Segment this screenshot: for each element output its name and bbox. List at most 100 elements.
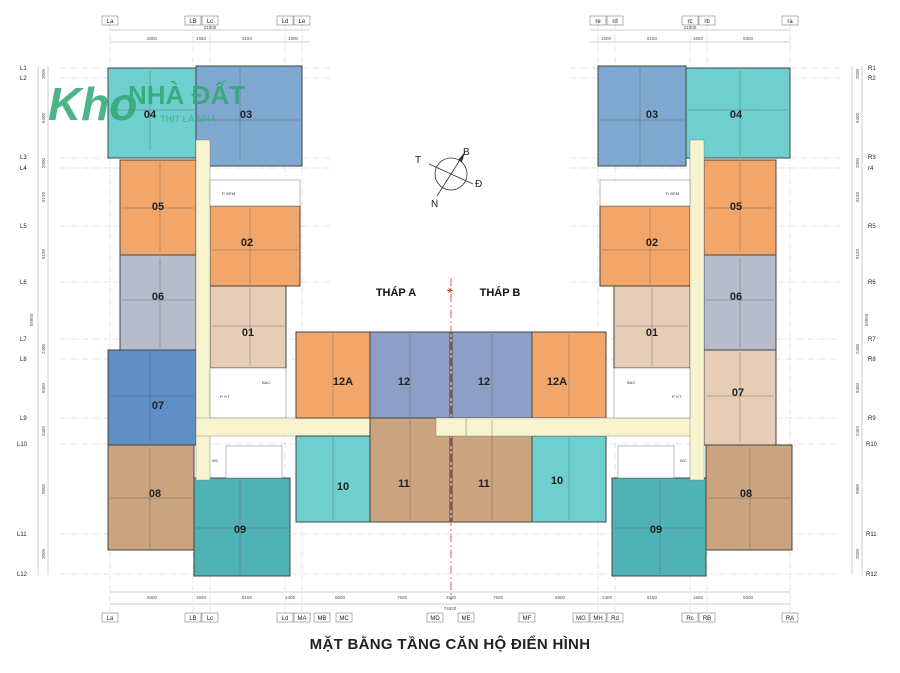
axis-bottom-7: MD [430, 616, 440, 622]
axis-bottom-4: MA [298, 616, 307, 622]
row-left-0: L1 [20, 66, 27, 72]
dim-top-left-0: 9300 [147, 36, 158, 41]
compass-cross [428, 163, 474, 185]
tower-a-wing [107, 65, 437, 577]
stair-core-a-top [209, 179, 301, 207]
watermark-sub: NHÀ ĐẤT [128, 80, 245, 110]
dim-side-right-5: 2400 [855, 343, 860, 354]
unit-09-left-block[interactable] [193, 477, 291, 577]
row-left-11: L12 [17, 572, 28, 578]
unit-07-left-block[interactable] [107, 349, 197, 446]
dim-bottom-8: 6600 [555, 595, 566, 600]
row-right-3: r4 [868, 166, 874, 172]
axis-bottom-8: ME [462, 616, 471, 622]
label-unit-12a-right: 12A [547, 376, 567, 388]
dim-side-left-8: 9800 [41, 483, 46, 494]
dim-bottom-11: 1650 [693, 595, 704, 600]
axis-bottom-11: MH [593, 616, 602, 622]
dim-side-right-7: 2450 [855, 425, 860, 436]
unit-06-left-block[interactable] [119, 254, 197, 351]
row-right-9: R10 [866, 442, 878, 448]
label-unit-05-right: 05 [730, 201, 742, 213]
room-partitions [110, 68, 790, 574]
label-unit-04-right: 04 [730, 109, 743, 121]
top-axis-labels-left: La LB Lc Ld Le [101, 15, 311, 26]
label-unit-07-left: 07 [152, 400, 164, 412]
dim-top-left-2: 8150 [242, 36, 253, 41]
unit-08-right-block[interactable] [705, 444, 793, 551]
axis-bottom-10: MG [576, 616, 586, 622]
row-right-10: R11 [866, 532, 877, 538]
axis-bottom-14: RB [703, 616, 711, 622]
label-unit-01-right: 01 [646, 327, 658, 339]
dim-side-left-1: 6400 [41, 112, 46, 123]
unit-05-left-block[interactable] [119, 159, 197, 256]
unit-04-left-block[interactable] [107, 67, 197, 159]
label-unit-08-right: 08 [740, 488, 752, 500]
unit-08-left-block[interactable] [107, 444, 195, 551]
dim-top-left-1: 1650 [196, 36, 207, 41]
axis-bottom-1: LB [189, 616, 196, 622]
row-right-0: R1 [868, 66, 876, 72]
compass-n: N [431, 199, 438, 210]
axis-top-right-4: ra [787, 19, 793, 25]
watermark-logo: Kho NHÀ ĐẤT THỊT LÀ NHÀ [48, 78, 245, 130]
unit-01-left-block[interactable] [209, 285, 287, 369]
compass-t: T [415, 155, 421, 166]
axis-bottom-0: La [107, 616, 114, 622]
label-unit-01-left: 01 [242, 327, 254, 339]
row-right-2: R3 [868, 155, 876, 161]
label-unit-03-right: 03 [646, 109, 658, 121]
dimension-lines [37, 29, 863, 605]
row-left-10: L11 [17, 532, 27, 538]
dim-side-right-4: 8150 [855, 248, 860, 259]
unit-04-right-block[interactable] [685, 67, 791, 159]
dim-bottom-5: 7620 [397, 595, 408, 600]
axis-top-left-1: LB [189, 19, 196, 25]
right-row-labels: R1 R2 R3 r4 R5 R6 R7 R8 R9 R10 R11 R12 [866, 66, 878, 578]
dim-bottom-0: 9300 [147, 595, 158, 600]
unit-03-left-block[interactable] [195, 65, 303, 167]
axis-bottom-5: MB [318, 616, 327, 622]
label-unit-02-left: 02 [241, 237, 253, 249]
dim-side-left-0: 2000 [41, 68, 46, 79]
stair-label-a: P. ĐEM [222, 191, 235, 196]
tower-a-label: THÁP A [376, 286, 416, 299]
side-dimensions: 59950 59950 2000 6400 2000 8150 8150 240… [29, 68, 869, 559]
row-right-6: R7 [868, 337, 876, 343]
label-unit-06-right: 06 [730, 291, 742, 303]
dim-top-right-total: 21000 [684, 25, 697, 30]
dim-side-right-2: 2000 [855, 157, 860, 168]
dim-bottom-total: 74920 [444, 606, 457, 611]
label-unit-10-left: 10 [337, 481, 349, 493]
dim-side-left-7: 2450 [41, 425, 46, 436]
stair-label-b: P. ĐEM [666, 191, 679, 196]
label-unit-02-right: 02 [646, 237, 658, 249]
wc-core-a [225, 445, 283, 479]
bottom-dimensions: 74920 9300 1650 8150 1400 6600 7620 3280… [147, 595, 754, 611]
corridor-center [435, 417, 467, 437]
axis-top-left-0: La [107, 19, 114, 25]
compass-circle [434, 157, 468, 191]
dim-bottom-4: 6600 [335, 595, 346, 600]
corridor-b-vertical [689, 139, 705, 481]
label-unit-11-right: 11 [478, 478, 490, 490]
label-unit-09-left: 09 [234, 524, 246, 536]
dim-side-right-8: 9800 [855, 483, 860, 494]
label-unit-10-right: 10 [551, 475, 563, 487]
dim-side-left-9: 2000 [41, 548, 46, 559]
pkt-label-a: P. KT [220, 394, 230, 399]
row-left-2: L3 [20, 155, 27, 161]
label-unit-12-left: 12 [398, 376, 410, 388]
axis-top-left-3: Ld [282, 19, 289, 25]
label-unit-09-right: 09 [650, 524, 662, 536]
dim-side-right-1: 6400 [855, 112, 860, 123]
dim-bottom-2: 8150 [242, 595, 253, 600]
axis-bottom-13: Rc [686, 616, 693, 622]
dim-top-right-0: 1900 [601, 36, 612, 41]
unit-03-right-block[interactable] [597, 65, 687, 167]
unit-02-left-block[interactable] [209, 205, 301, 287]
dim-top-left-total: 21000 [204, 25, 217, 30]
dim-side-left-4: 8150 [41, 248, 46, 259]
